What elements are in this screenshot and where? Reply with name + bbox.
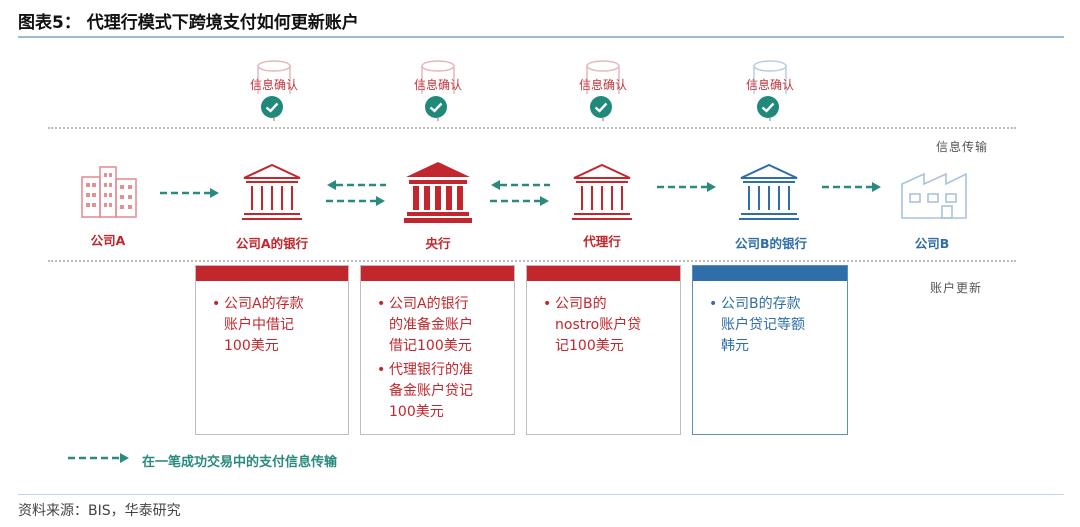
bank-b-icon [739, 163, 799, 220]
db-cylinder-3 [543, 58, 663, 124]
bottom-rule [18, 494, 1064, 495]
correspondent-bank-icon [572, 163, 632, 220]
account-update-label: 账户更新 [930, 281, 983, 295]
arrow-left-icon [327, 180, 386, 190]
confirm-label-2: 信息确认 [413, 78, 462, 92]
figure-title: 图表5： 代理行模式下跨境支付如何更新账户 [18, 13, 359, 33]
company-a-building-icon [81, 166, 137, 218]
more-dots-icon [320, 270, 341, 289]
bank-a-icon [242, 163, 302, 220]
card-entry: 公司A的银行 的准备金账户 借记100美元 [377, 294, 504, 357]
card-header [361, 266, 514, 285]
node-label-central-bank: 央行 [425, 236, 451, 251]
more-dots-icon [819, 270, 840, 289]
card-line: 公司A的存款 [224, 296, 304, 312]
node-label-bank-b: 公司B的银行 [734, 236, 808, 251]
arrow-right-icon [657, 182, 716, 192]
card-line: nostro账户贷 [555, 317, 642, 333]
top-rule [18, 36, 1064, 38]
card-line: 账户贷记等额 [721, 317, 805, 333]
confirm-label-4: 信息确认 [745, 78, 794, 92]
check-icon [425, 96, 447, 118]
card-header [527, 266, 680, 285]
check-icon [590, 96, 612, 118]
ledger-card-correspondent: 公司B的 nostro账户贷 记100美元 [526, 265, 681, 435]
confirm-label-1: 信息确认 [249, 78, 298, 92]
check-icon [261, 96, 283, 118]
arrow-right-icon [326, 196, 385, 206]
ledger-card-bank-b: 公司B的存款 账户贷记等额 韩元 [692, 265, 848, 435]
card-line: 100美元 [389, 404, 444, 420]
company-b-building-icon [901, 172, 967, 219]
card-header [693, 266, 847, 285]
card-line: 代理银行的准 [389, 362, 473, 378]
card-line: 韩元 [721, 338, 749, 354]
card-entry: 公司B的 nostro账户贷 记100美元 [543, 294, 670, 357]
card-line: 借记100美元 [389, 338, 472, 354]
legend-label: 在一笔成功交易中的支付信息传输 [142, 455, 338, 470]
more-dots-icon [486, 270, 507, 289]
card-entry: 代理银行的准 备金账户贷记 100美元 [377, 360, 504, 423]
ledger-card-central-bank: 公司A的银行 的准备金账户 借记100美元 代理银行的准 备金账户贷记 100美… [360, 265, 515, 435]
account-update-line [48, 260, 1016, 262]
arrow-right-icon [160, 188, 219, 198]
card-header [196, 266, 348, 285]
central-bank-icon [404, 162, 472, 223]
card-line: 的准备金账户 [389, 317, 473, 333]
info-transfer-label: 信息传输 [936, 140, 989, 154]
card-line: 100美元 [224, 338, 279, 354]
ledger-card-bank-a: 公司A的存款 账户中借记 100美元 [195, 265, 349, 435]
legend-arrow-icon [68, 453, 129, 463]
info-transfer-line [48, 127, 1016, 129]
card-line: 记100美元 [555, 338, 624, 354]
db-cylinder-1 [214, 58, 334, 124]
card-line: 公司A的银行 [389, 296, 469, 312]
card-line: 账户中借记 [224, 317, 294, 333]
db-cylinder-4 [710, 58, 830, 124]
more-dots-icon [652, 270, 673, 289]
node-label-company-b: 公司B [914, 236, 950, 251]
card-entry: 公司B的存款 账户贷记等额 韩元 [709, 294, 837, 357]
node-label-company-a: 公司A [90, 233, 126, 248]
card-line: 公司B的存款 [721, 296, 801, 312]
arrow-left-icon [491, 180, 550, 190]
card-line: 公司B的 [555, 296, 607, 312]
arrow-right-icon [490, 196, 549, 206]
node-label-correspondent: 代理行 [583, 234, 621, 249]
card-line: 备金账户贷记 [389, 383, 473, 399]
arrow-right-icon [822, 182, 881, 192]
confirm-label-3: 信息确认 [578, 78, 627, 92]
source-note: 资料来源：BIS，华泰研究 [18, 503, 181, 519]
node-label-bank-a: 公司A的银行 [235, 236, 309, 251]
db-cylinder-2 [378, 58, 498, 124]
card-entry: 公司A的存款 账户中借记 100美元 [212, 294, 338, 357]
check-icon [757, 96, 779, 118]
